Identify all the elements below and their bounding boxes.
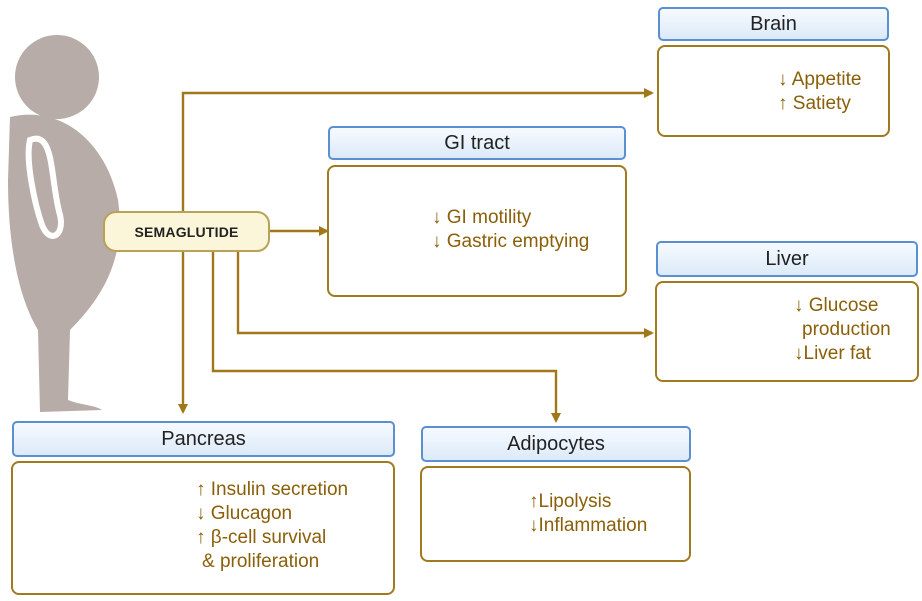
gi-tract-header: GI tract (328, 126, 626, 160)
gi-tract-effects: ↓ GI motility ↓ Gastric emptying (432, 206, 589, 254)
person-silhouette-icon (8, 35, 120, 412)
pancreas-effects: ↑ Insulin secretion ↓ Glucagon ↑ β-cell … (196, 478, 348, 574)
liver-header: Liver (656, 241, 918, 277)
pancreas-effect: ↓ Glucagon (196, 503, 293, 524)
arrow-to-brain (181, 88, 654, 213)
arrow-to-adipocytes (211, 252, 561, 423)
gi-tract-card (327, 165, 627, 297)
liver-effect: ↓Liver fat (794, 343, 872, 364)
liver-effects: ↓ Glucose production ↓Liver fat (794, 294, 891, 366)
arrow-to-liver (236, 252, 654, 338)
brain-card (657, 45, 890, 137)
arrows (178, 88, 654, 423)
brain-effect: ↑ Satiety (778, 93, 851, 114)
pancreas-header: Pancreas (12, 421, 395, 457)
pancreas-effect: ↑ Insulin secretion (196, 479, 349, 500)
adipocytes-effect: ↓Inflammation (529, 515, 648, 536)
adipocytes-effects: ↑Lipolysis ↓Inflammation (529, 490, 647, 538)
liver-card (655, 281, 919, 382)
pancreas-effect: ↑ β-cell survival (196, 527, 327, 548)
brain-header: Brain (658, 7, 889, 41)
liver-effect: ↓ Glucose (794, 295, 879, 316)
semaglutide-label: SEMAGLUTIDE (103, 211, 270, 252)
pancreas-card (11, 461, 395, 595)
gi-effect: ↓ Gastric emptying (432, 231, 590, 252)
adipocytes-card (420, 466, 691, 562)
adipocytes-effect: ↑Lipolysis (529, 491, 612, 512)
pancreas-effect: & proliferation (202, 551, 320, 572)
brain-effects: ↓ Appetite ↑ Satiety (778, 68, 861, 116)
brain-effect: ↓ Appetite (778, 69, 862, 90)
liver-effect: production (802, 319, 891, 340)
gi-effect: ↓ GI motility (432, 207, 532, 228)
adipocytes-header: Adipocytes (421, 426, 691, 462)
